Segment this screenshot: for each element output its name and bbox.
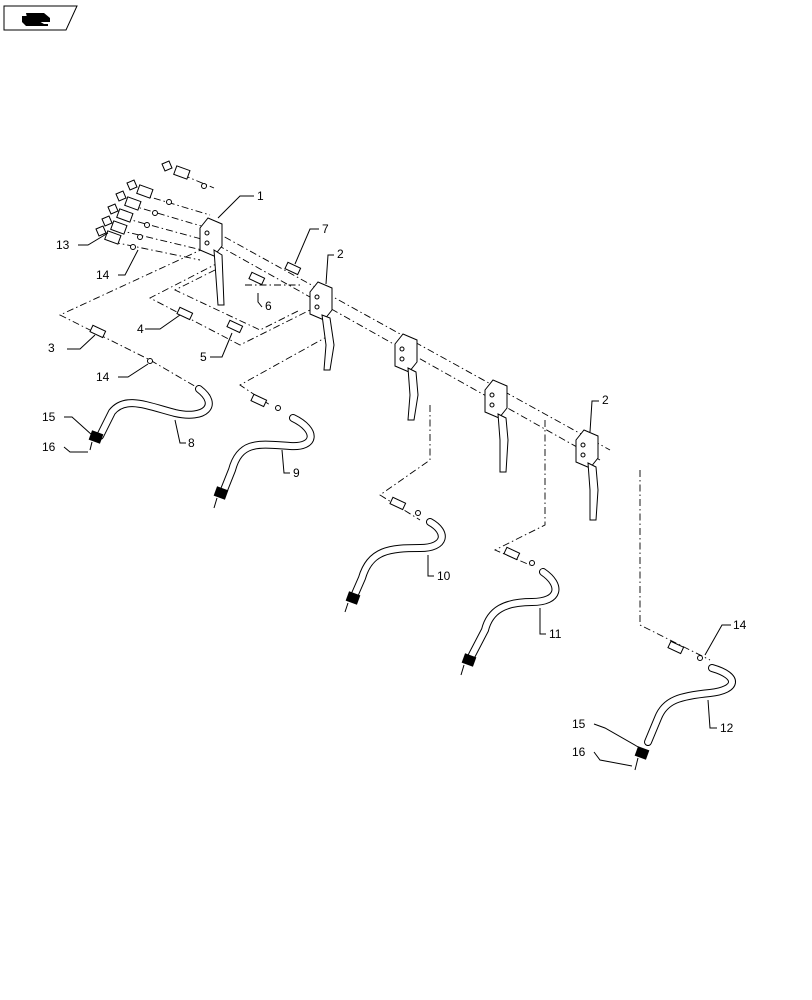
callout-15-right: 15 <box>572 717 586 731</box>
callout-16-right: 16 <box>572 745 586 759</box>
hose-12 <box>634 664 736 771</box>
callout-7: 7 <box>322 222 329 236</box>
bracket-2-left <box>309 281 335 371</box>
bolt-item <box>101 215 143 240</box>
bracket-center-b <box>484 379 509 473</box>
bolt-item <box>107 203 150 228</box>
leader-lines <box>63 195 731 767</box>
callout-1: 1 <box>257 189 264 203</box>
manual-badge[interactable] <box>3 5 78 31</box>
callout-11: 11 <box>549 627 562 641</box>
callout-14-mid: 14 <box>96 370 110 384</box>
bolt-item <box>115 190 158 216</box>
callout-14-right: 14 <box>733 618 747 632</box>
bolt-set <box>95 160 207 250</box>
manual-book-icon <box>22 13 50 26</box>
callout-5: 5 <box>200 350 207 364</box>
callout-labels: 1 2 2 3 4 5 6 7 8 9 10 11 12 13 14 14 14… <box>42 189 747 759</box>
bracket-center-a <box>394 333 419 421</box>
bolt-item <box>126 179 172 205</box>
hose-9 <box>213 414 315 509</box>
callout-10: 10 <box>437 569 451 583</box>
callout-14-top: 14 <box>96 268 110 282</box>
callout-8: 8 <box>188 436 195 450</box>
callout-13: 13 <box>56 238 70 252</box>
callout-4: 4 <box>137 322 144 336</box>
callout-2-right: 2 <box>602 393 609 407</box>
small-parts <box>89 261 703 661</box>
bracket-1 <box>199 217 225 306</box>
hose-8 <box>88 385 213 451</box>
callout-6: 6 <box>265 299 272 313</box>
callout-3: 3 <box>48 341 55 355</box>
callout-15-left: 15 <box>42 410 56 424</box>
callout-2-left: 2 <box>337 247 344 261</box>
callout-16-left: 16 <box>42 440 56 454</box>
assembly-lines <box>58 174 711 661</box>
callout-12: 12 <box>720 721 734 735</box>
badge-frame <box>3 5 78 31</box>
bolt-item <box>95 225 136 250</box>
hose-11 <box>460 568 560 676</box>
bracket-2-right <box>575 429 599 521</box>
bolt-item <box>161 160 207 189</box>
callout-9: 9 <box>293 466 300 480</box>
hose-10 <box>344 518 446 613</box>
